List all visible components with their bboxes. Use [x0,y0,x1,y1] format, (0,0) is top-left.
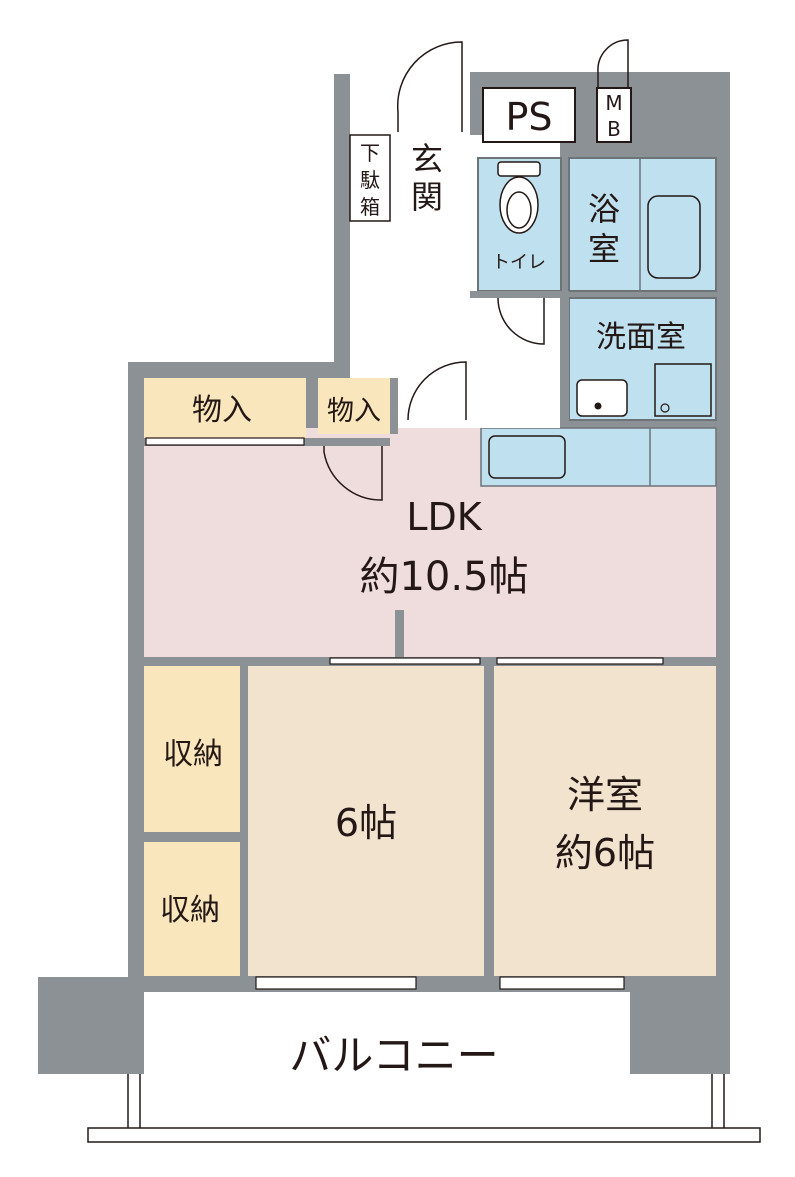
mb-label-m: M [605,91,622,115]
western-room-size-label: 約6帖 [555,831,655,875]
sliding-doors [145,437,664,990]
swing-doors [323,39,629,501]
bath-label-2: 室 [588,230,620,268]
western-room-label: 洋室 [567,773,643,817]
bath-room [568,157,717,292]
ldk-size-label: 約10.5帖 [359,554,528,600]
closet-1-label: 収納 [163,737,223,772]
washroom-label: 洗面室 [596,320,686,355]
storage-1 [144,378,306,438]
toilet-icon [497,161,541,234]
mb-label-b: B [607,117,621,141]
balcony-label: バルコニー [289,1031,498,1080]
balcony [87,992,761,1143]
washer-icon [654,363,712,417]
getabako-label-1: 下 [360,141,380,165]
storage-2 [318,378,390,434]
getabako-label-3: 箱 [360,195,380,219]
genkan-label-1: 玄 [411,140,443,178]
western-room [494,666,716,976]
closet-2 [144,842,240,976]
getabako [349,134,391,222]
ps-label: PS [505,95,552,139]
storage-2-label: 物入 [327,396,381,427]
ldk-label: LDK [406,495,482,539]
room-6 [248,666,484,976]
mb-box [596,87,632,143]
room-6-label: 6帖 [335,801,397,845]
storage-1-label: 物入 [192,393,252,428]
ps-box [482,87,576,143]
closet-1 [144,666,240,832]
bathtub-icon [647,195,701,279]
genkan-label-2: 関 [411,178,443,216]
getabako-label-2: 駄 [360,168,380,192]
closet-2-label: 収納 [160,893,220,928]
toilet-label: トイレ [492,252,546,273]
sink-icon [576,379,628,417]
kitchen-sink-icon [488,435,566,479]
bath-label-1: 浴 [588,190,620,228]
